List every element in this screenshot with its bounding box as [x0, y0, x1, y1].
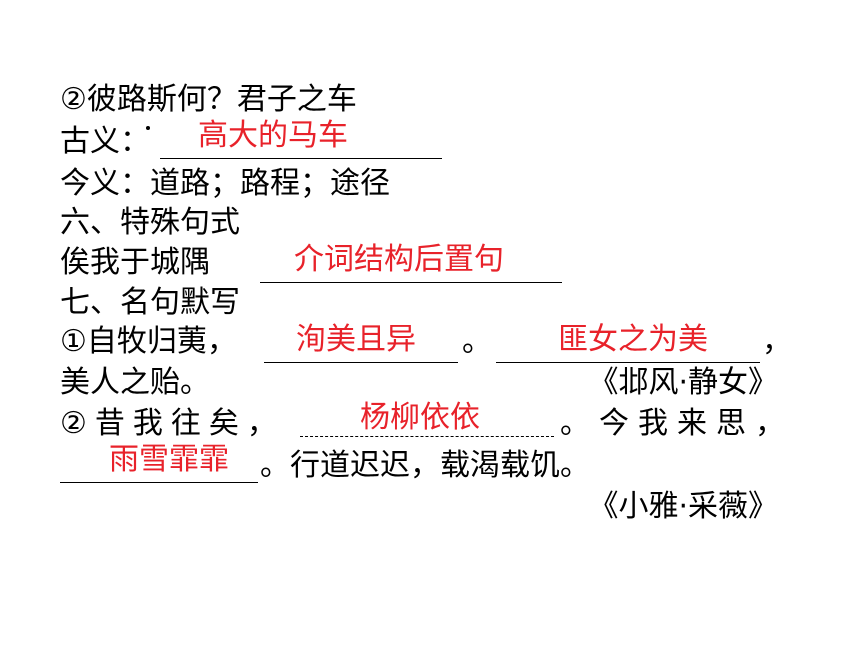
poem-1-source: 《邶风·静女》 — [588, 365, 778, 400]
ancient-meaning-label: 古义： — [60, 124, 150, 159]
poem-2-answer-1: 杨柳依依 — [360, 400, 480, 435]
section-6-answer: 介词结构后置句 — [294, 242, 504, 277]
poem-2-source: 《小雅·采薇》 — [588, 489, 778, 524]
section-7-title: 七、名句默写 — [60, 285, 240, 320]
poem-2-blank-2 — [60, 446, 258, 483]
poem-1-prefix: ①自牧归荑， — [60, 324, 237, 359]
poem-1-answer-1: 洵美且异 — [296, 322, 416, 357]
question-2-title: ②彼路斯何？君子之车 — [60, 82, 357, 117]
poem-1-end: ， — [762, 324, 792, 359]
section-6-blank — [260, 248, 562, 283]
poem-2-answer-2: 雨雪霏霏 — [109, 442, 229, 477]
poem-2-blank-1 — [300, 404, 554, 437]
poem-2-middle: 。今我来思， — [560, 406, 794, 441]
poem-1-line-2: 美人之贻。 — [60, 365, 210, 400]
poem-2-prefix: ②昔我往矣， — [60, 406, 285, 441]
ancient-meaning-answer: 高大的马车 — [198, 118, 348, 153]
section-6-sentence: 俟我于城隅 — [60, 245, 210, 280]
poem-1-answer-2: 匪女之为美 — [558, 322, 708, 357]
emphasis-dot — [146, 126, 150, 130]
modern-meaning-line: 今义：道路；路程；途径 — [60, 166, 390, 201]
section-6-title: 六、特殊句式 — [60, 205, 240, 240]
poem-2-rest: 。行道迟迟，载渴载饥。 — [260, 448, 590, 483]
poem-1-separator: 。 — [462, 324, 492, 359]
ancient-meaning-blank — [160, 124, 442, 159]
poem-1-blank-2 — [496, 326, 760, 363]
poem-1-blank-1 — [264, 326, 458, 363]
